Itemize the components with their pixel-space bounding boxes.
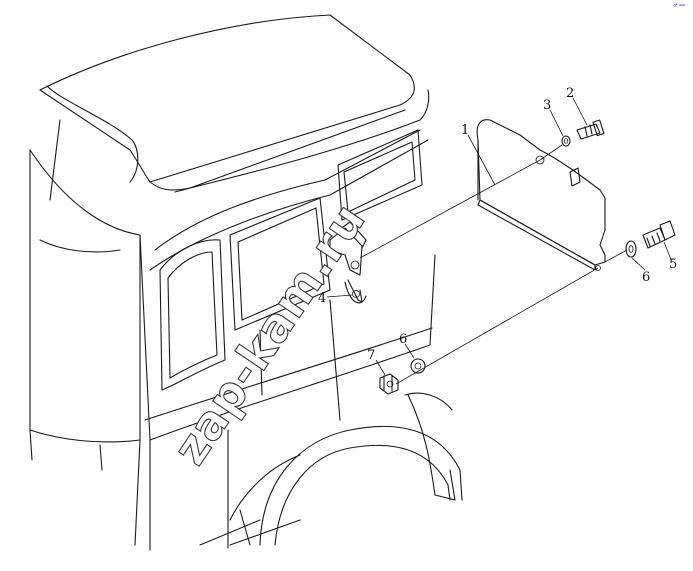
watermark-text: zap-kam.ru (162, 193, 376, 474)
callout-6-upper: 6 (642, 270, 650, 285)
washer-6-lower (410, 358, 426, 374)
corner-mark: ♂ ══ (673, 3, 686, 9)
nut-7 (379, 373, 399, 395)
callout-1: 1 (461, 123, 469, 138)
callout-labels: 1 2 3 4 5 6 6 7 (318, 86, 677, 363)
assembly-lines (359, 144, 628, 385)
callout-2: 2 (566, 86, 574, 101)
callout-3: 3 (543, 98, 551, 113)
callout-leaders (326, 97, 673, 376)
washer-3 (561, 135, 571, 147)
callout-6-lower: 6 (399, 332, 407, 347)
callout-7: 7 (367, 348, 375, 363)
mounting-bracket (329, 221, 367, 304)
callout-4: 4 (318, 291, 326, 306)
mudguard-panel (476, 119, 606, 271)
washer-6-upper (625, 240, 637, 258)
bolt-2 (576, 119, 605, 140)
truck-cab (29, 14, 463, 551)
callout-5: 5 (669, 257, 677, 272)
bolt-5 (642, 220, 676, 249)
